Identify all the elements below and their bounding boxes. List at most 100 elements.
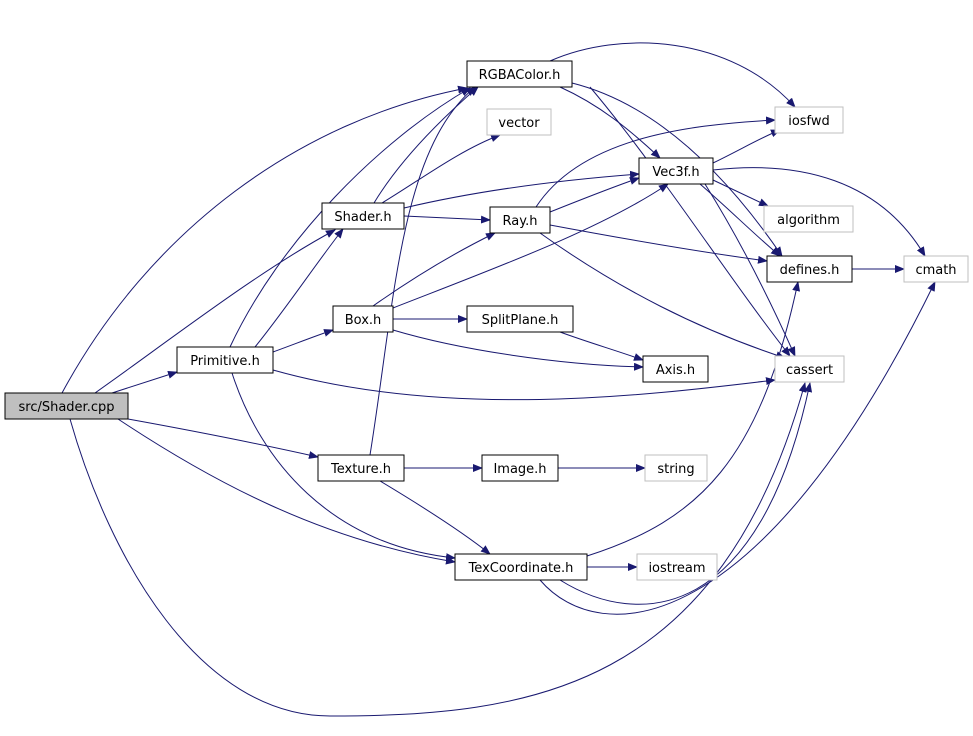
node-label: cassert	[786, 363, 833, 378]
node-box	[903, 255, 969, 283]
node-rgbacolor-h[interactable]: RGBAColor.h	[466, 60, 573, 88]
edge-primitive-h-to-box-h	[272, 329, 334, 353]
edge-src-shader-cpp-to-texcoordinate-h	[117, 418, 456, 565]
edge-shader-h-to-rgbacolor-h	[373, 86, 479, 204]
node-shader-h[interactable]: Shader.h	[321, 202, 405, 230]
edge-primitive-h-to-cassert	[272, 369, 776, 401]
node-axis-h[interactable]: Axis.h	[642, 355, 709, 383]
edge-rgbacolor-h-to-iosfwd	[549, 42, 796, 108]
edge-vec3f-h-to-algorithm	[712, 179, 769, 207]
edge-box-h-to-axis-h	[392, 329, 644, 371]
node-box	[642, 355, 709, 383]
node-label: TexCoordinate.h	[468, 561, 574, 576]
node-label: Primitive.h	[190, 354, 260, 369]
edge-splitplane-h-to-axis-h	[559, 331, 644, 361]
node-box	[321, 202, 405, 230]
node-primitive-h[interactable]: Primitive.h	[176, 346, 274, 374]
edge-texcoordinate-h-to-defines-h	[586, 281, 801, 557]
node-label: SplitPlane.h	[482, 313, 559, 328]
node-box	[763, 205, 854, 233]
node-cassert: cassert	[774, 355, 845, 383]
edge-shader-h-to-vec3f-h	[403, 170, 640, 209]
node-cmath: cmath	[903, 255, 969, 283]
node-box	[454, 553, 588, 581]
node-label: iostream	[648, 561, 705, 576]
node-box	[774, 106, 844, 134]
node-string: string	[644, 454, 708, 482]
edge-primitive-h-to-rgbacolor-h	[229, 87, 471, 348]
node-label: Axis.h	[656, 363, 695, 378]
node-splitplane-h[interactable]: SplitPlane.h	[466, 305, 574, 333]
node-label: cmath	[915, 263, 956, 278]
node-box	[176, 346, 274, 374]
edge-rgbacolor-h-to-cassert	[589, 86, 791, 357]
edge-texture-h-to-rgbacolor-h	[369, 86, 476, 456]
edges-layer	[61, 42, 936, 717]
node-algorithm: algorithm	[763, 205, 854, 233]
node-box	[317, 454, 405, 482]
node-label: Texture.h	[330, 462, 391, 477]
node-label: vector	[498, 116, 540, 131]
edge-src-shader-cpp-to-primitive-h	[111, 370, 178, 394]
edge-vec3f-h-to-defines-h	[699, 183, 781, 257]
node-label: RGBAColor.h	[479, 68, 561, 83]
node-defines-h[interactable]: defines.h	[766, 255, 853, 283]
edge-ray-h-to-vec3f-h	[549, 177, 640, 213]
node-box	[766, 255, 853, 283]
node-box	[481, 454, 559, 482]
edge-vec3f-h-to-iosfwd	[712, 129, 781, 164]
edge-src-shader-cpp-to-cassert	[69, 382, 807, 717]
node-iosfwd: iosfwd	[774, 106, 844, 134]
node-box	[636, 553, 718, 581]
node-box	[489, 206, 551, 234]
edge-primitive-h-to-texcoordinate-h	[231, 372, 456, 562]
edge-ray-h-to-iosfwd	[535, 116, 776, 208]
node-label: iosfwd	[788, 114, 830, 129]
edge-box-h-to-vec3f-h	[392, 183, 669, 309]
node-label: src/Shader.cpp	[18, 400, 114, 415]
node-vec3f-h[interactable]: Vec3f.h	[638, 157, 714, 185]
edge-src-shader-cpp-to-rgbacolor-h	[61, 85, 468, 394]
node-label: algorithm	[777, 213, 840, 228]
node-box	[638, 157, 714, 185]
edge-ray-h-to-cassert	[539, 232, 786, 359]
node-box	[332, 305, 394, 333]
node-texcoordinate-h[interactable]: TexCoordinate.h	[454, 553, 588, 581]
edge-vec3f-h-to-cmath	[712, 167, 926, 257]
edge-texcoordinate-h-to-cmath	[539, 281, 936, 615]
edge-src-shader-cpp-to-shader-h	[94, 229, 336, 394]
edge-shader-h-to-vector	[381, 134, 501, 204]
node-box	[4, 392, 129, 420]
node-label: Shader.h	[334, 210, 391, 225]
node-box	[644, 454, 708, 482]
edge-shader-h-to-ray-h	[403, 215, 491, 224]
edge-rgbacolor-h-to-defines-h	[571, 82, 783, 257]
node-box	[774, 355, 845, 383]
node-label: Image.h	[493, 462, 546, 477]
node-image-h[interactable]: Image.h	[481, 454, 559, 482]
node-label: defines.h	[780, 263, 840, 278]
edge-rgbacolor-h-to-vec3f-h	[559, 86, 661, 159]
edge-src-shader-cpp-to-texture-h	[127, 418, 319, 459]
edge-ray-h-to-defines-h	[549, 224, 768, 264]
nodes-layer: src/Shader.cpp RGBAColor.h vector iosfwdVec…	[4, 60, 969, 581]
node-vector: vector	[486, 108, 552, 136]
node-iostream: iostream	[636, 553, 718, 581]
node-box	[466, 60, 573, 88]
node-src-shader-cpp: src/Shader.cpp	[4, 392, 129, 420]
node-box	[486, 108, 552, 136]
edge-box-h-to-ray-h	[372, 232, 496, 307]
edge-vec3f-h-to-cassert	[704, 183, 796, 357]
node-label: Box.h	[345, 313, 382, 328]
edge-texcoordinate-h-to-cassert	[559, 382, 813, 605]
node-box	[466, 305, 574, 333]
node-box-h[interactable]: Box.h	[332, 305, 394, 333]
node-ray-h[interactable]: Ray.h	[489, 206, 551, 234]
node-label: Ray.h	[503, 214, 538, 229]
edge-texture-h-to-texcoordinate-h	[379, 480, 491, 555]
node-texture-h[interactable]: Texture.h	[317, 454, 405, 482]
node-label: string	[657, 462, 694, 477]
edge-primitive-h-to-shader-h	[254, 228, 344, 348]
node-label: Vec3f.h	[652, 165, 699, 180]
